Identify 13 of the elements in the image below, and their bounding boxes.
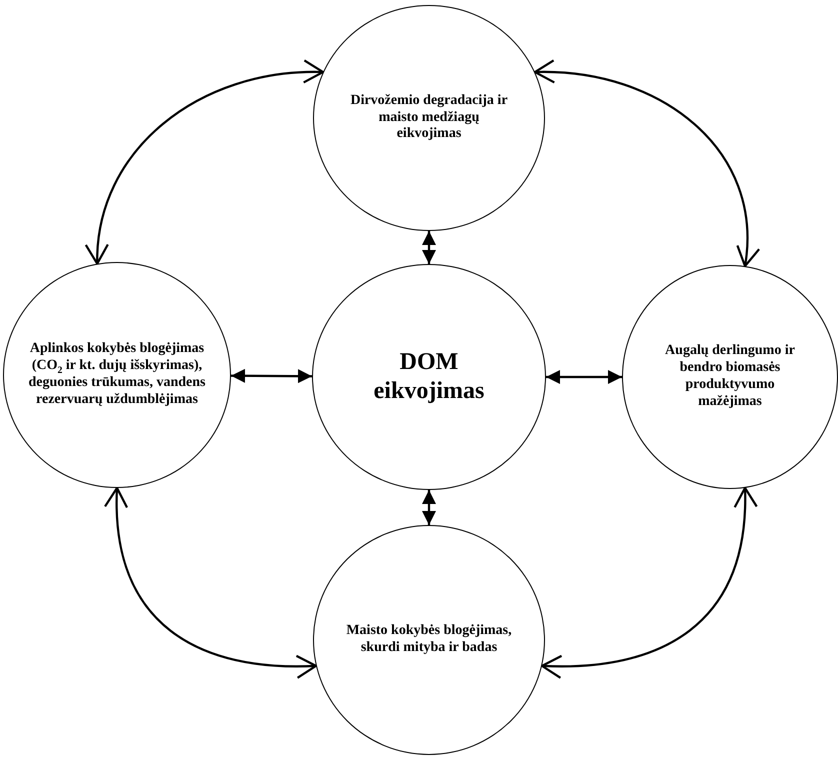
curved-double-arrow xyxy=(86,60,324,265)
node-label: Augalų derlingumo ir bendro biomasės produktyvumo mažėjimas xyxy=(664,343,796,411)
node-label: Dirvožemio degradacija ir maisto medžiagų eikvojimas xyxy=(349,92,509,144)
double-arrow xyxy=(546,370,622,384)
double-arrow xyxy=(422,231,436,264)
curved-double-arrow xyxy=(540,486,757,678)
curved-double-arrow xyxy=(105,486,318,678)
node-label: Maisto kokybės blogėjimas, skurdi mityba ir badas xyxy=(345,623,513,657)
double-arrow xyxy=(231,368,312,384)
node-label: Aplinkos kokybės blogėjimas (CO$_{2}$ ir kt. dujų išskyrimas), deguonies trūkumas, vandens rezervuarų uždumblėjimas xyxy=(28,341,206,409)
curved-double-arrow xyxy=(534,60,759,268)
double-arrow xyxy=(422,490,436,525)
node-label: DOM eikvojimas xyxy=(372,348,486,406)
